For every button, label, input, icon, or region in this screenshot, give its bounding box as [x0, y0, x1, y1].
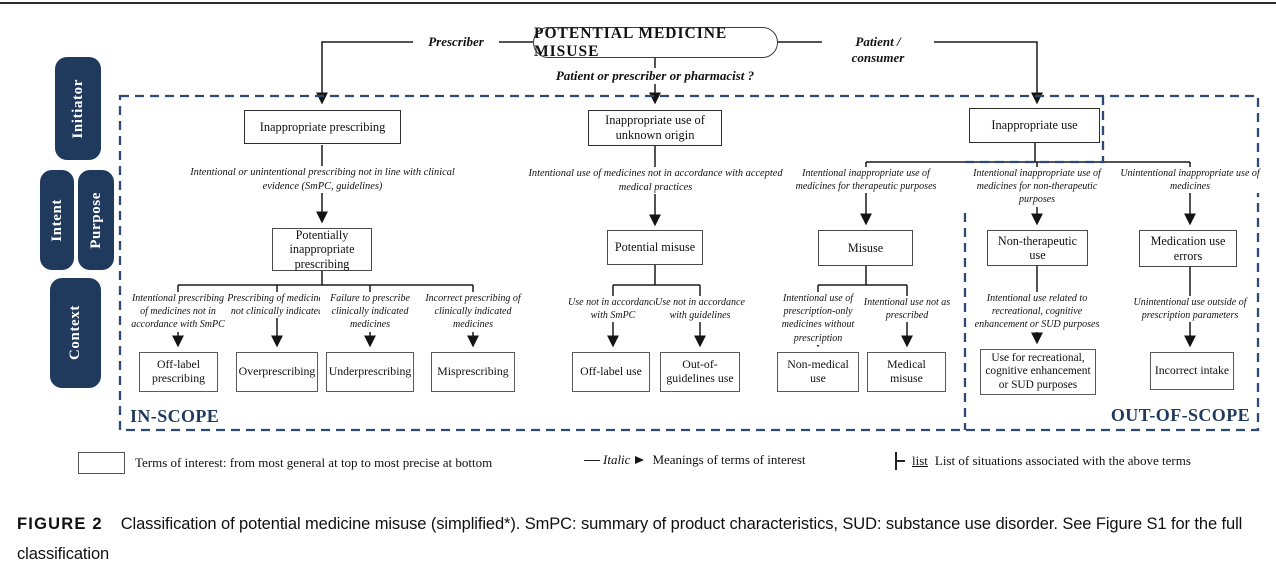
- sidebar-item-purpose: Purpose: [78, 170, 114, 270]
- leaf-incorrect-intake: Incorrect intake: [1150, 352, 1234, 390]
- out-of-scope-border: [963, 96, 1105, 430]
- sidebar-context-label: Context: [67, 305, 83, 361]
- legend-box-label: Terms of interest: from most general at …: [135, 455, 493, 470]
- leaf-medical-misuse: Medical misuse: [867, 352, 946, 392]
- sidebar-item-intent: Intent: [40, 170, 74, 270]
- meaning-overprescribing: Prescribing of medicines not clinically …: [227, 292, 327, 319]
- figure-caption-tag: FIGURE 2: [17, 515, 103, 533]
- root-question: Patient or prescriber or pharmacist ?: [540, 68, 770, 84]
- legend-italic-label: Meanings of terms of interest: [652, 452, 806, 467]
- legend-terms: Terms of interest: from most general at …: [78, 452, 492, 474]
- sidebar-intent-label: Intent: [48, 198, 65, 242]
- in-scope-border: [118, 94, 1260, 432]
- meaning-misuse: Intentional inappropriate use of medicin…: [791, 167, 941, 194]
- node-inappropriate-use: Inappropriate use: [969, 108, 1100, 143]
- meaning-off-label-use: Use not in accordance with SmPC: [568, 296, 658, 323]
- meaning-inappropriate-use-unknown: Intentional use of medicines not in acco…: [513, 167, 798, 195]
- node-potential-misuse: Potential misuse: [607, 230, 703, 265]
- in-scope-label: IN-SCOPE: [130, 406, 220, 426]
- leaf-underprescribing: Underprescribing: [326, 352, 414, 392]
- figure-caption-text: Classification of potential medicine mis…: [17, 515, 1243, 563]
- sidebar-item-initiator: Initiator: [55, 57, 101, 160]
- meaning-recreational-use: Intentional use related to recreational,…: [972, 292, 1102, 332]
- scope-boundary: [118, 94, 1260, 432]
- legend-meanings: Italic Meanings of terms of interest: [584, 452, 806, 468]
- node-non-therapeutic-use: Non-therapeutic use: [987, 230, 1088, 266]
- node-potentially-inappropriate-prescribing: Potentially inappropriate prescribing: [272, 228, 372, 271]
- legend-italic-word: Italic: [603, 452, 631, 467]
- legend-dash-icon: [584, 459, 600, 461]
- patient-consumer-branch-label: Patient / consumer: [822, 34, 934, 66]
- meaning-non-medical-use: Intentional use of prescription-only med…: [768, 292, 868, 345]
- meaning-medical-misuse: Intentional use not as prescribed: [862, 296, 952, 323]
- prescriber-branch-label: Prescriber: [413, 34, 499, 50]
- leaf-non-medical-use: Non-medical use: [777, 352, 859, 392]
- root-title: POTENTIAL MEDICINE MISUSE: [534, 24, 728, 60]
- node-medication-use-errors: Medication use errors: [1139, 230, 1237, 267]
- leaf-overprescribing: Overprescribing: [236, 352, 318, 392]
- legend-arrow-icon: [635, 456, 645, 464]
- node-inappropriate-use-unknown-origin: Inappropriate use of unknown origin: [588, 110, 722, 146]
- meaning-misprescribing: Incorrect prescribing of clinically indi…: [423, 292, 523, 332]
- meaning-incorrect-intake: Unintentional use outside of prescriptio…: [1125, 296, 1255, 323]
- leaf-misprescribing: Misprescribing: [431, 352, 515, 392]
- out-of-scope-label: OUT-OF-SCOPE: [1110, 405, 1250, 425]
- node-misuse: Misuse: [818, 230, 913, 266]
- sidebar-initiator-label: Initiator: [69, 78, 86, 139]
- meaning-out-of-guidelines-use: Use not in accordance with guidelines: [655, 296, 745, 323]
- meaning-non-therapeutic: Intentional inappropriate use of medicin…: [962, 167, 1112, 207]
- leaf-recreational-sud-use: Use for recreational, cognitive enhancem…: [980, 349, 1096, 395]
- node-inappropriate-prescribing: Inappropriate prescribing: [244, 110, 401, 144]
- leaf-off-label-use: Off-label use: [572, 352, 650, 392]
- legend-list-label: List of situations associated with the a…: [934, 453, 1191, 468]
- root-node: POTENTIAL MEDICINE MISUSE: [533, 24, 778, 60]
- meaning-medication-errors: Unintentional inappropriate use of medic…: [1118, 167, 1262, 194]
- legend-box-symbol: [78, 452, 125, 474]
- meaning-inappropriate-prescribing: Intentional or unintentional prescribing…: [175, 166, 470, 194]
- legend-tick-icon: [895, 452, 905, 470]
- meaning-underprescribing: Failure to prescribe clinically indicate…: [320, 292, 420, 332]
- legend-list: list List of situations associated with …: [895, 452, 1191, 470]
- sidebar-purpose-label: Purpose: [87, 191, 104, 249]
- legend-list-word: list: [912, 453, 928, 468]
- sidebar-item-context: Context: [50, 278, 101, 388]
- leaf-off-label-prescribing: Off-label prescribing: [139, 352, 218, 392]
- meaning-off-label-prescribing: Intentional prescribing of medicines not…: [128, 292, 228, 332]
- leaf-out-of-guidelines-use: Out-of-guidelines use: [660, 352, 740, 392]
- page-top-rule: [0, 2, 1276, 4]
